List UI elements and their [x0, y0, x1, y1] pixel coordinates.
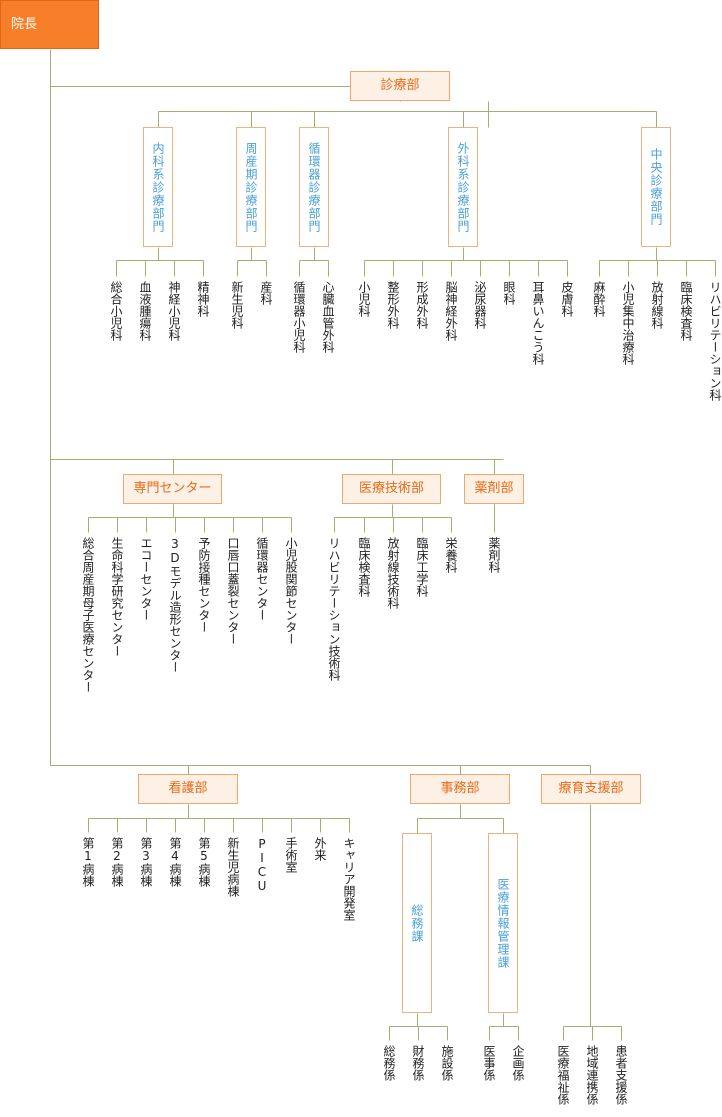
leaf-pharmacy-pharmaceutics: 薬剤科 — [487, 537, 501, 573]
group-general-affairs: 総務課 — [402, 833, 432, 1013]
leaf-clinical-general-pediatrics: 総合小児科 — [109, 281, 123, 341]
leaf-clinical-urology: 泌尿器科 — [473, 281, 487, 329]
leaf-nursing-operating-room: 手術室 — [284, 837, 298, 873]
leaf-center-hip-joint: 小児股関節センター — [284, 537, 298, 645]
leaf-clinical-psychiatry: 精神科 — [196, 281, 210, 317]
leaf-clinical-radiology: 放射線科 — [650, 281, 664, 329]
leaf-clinical-anesthesiology: 麻酔科 — [592, 281, 606, 317]
leaf-center-vaccination: 予防接種センター — [197, 537, 211, 633]
leaf-clinical-ent: 耳鼻いんこう科 — [531, 281, 545, 365]
leaf-medtech-clinical-engineering: 臨床工学科 — [415, 537, 429, 597]
leaf-clinical-pediatric-cardiology: 循環器小児科 — [292, 281, 306, 353]
leaf-support-welfare: 医療福祉係 — [556, 1045, 570, 1105]
leaf-clinical-obstetrics: 産科 — [259, 281, 273, 305]
leaf-medtech-lab: 臨床検査科 — [357, 537, 371, 597]
leaf-support-patient: 患者支援係 — [614, 1045, 628, 1105]
leaf-nursing-ward-4: 第4病棟 — [168, 837, 182, 887]
dept-nursing: 看護部 — [138, 774, 238, 804]
group-internal-medicine: 内科系診療部門 — [143, 127, 173, 247]
leaf-nursing-career-development: キャリア開発室 — [342, 837, 356, 921]
root-director: 院長 — [0, 0, 99, 49]
leaf-admin-facilities: 施設係 — [440, 1045, 454, 1081]
leaf-center-circulatory: 循環器センター — [255, 537, 269, 621]
leaf-clinical-neurosurgery: 脳神経外科 — [444, 281, 458, 341]
leaf-admin-finance: 財務係 — [411, 1045, 425, 1081]
leaf-clinical-neuro-pediatrics: 神経小児科 — [167, 281, 181, 341]
leaf-nursing-picu: PICU — [255, 837, 269, 893]
dept-clinical: 診療部 — [350, 71, 450, 101]
group-medical-info: 医療情報管理課 — [488, 833, 518, 1013]
leaf-nursing-ward-5: 第5病棟 — [197, 837, 211, 887]
leaf-clinical-picu: 小児集中治療科 — [621, 281, 635, 365]
leaf-nursing-neonatal-ward: 新生児病棟 — [226, 837, 240, 897]
leaf-clinical-plastic-surgery: 形成外科 — [415, 281, 429, 329]
leaf-center-3d-model: 3Dモデル造形センター — [168, 537, 182, 673]
leaf-clinical-rehabilitation: リハビリテーション科 — [708, 281, 722, 401]
leaf-center-echo: エコーセンター — [139, 537, 153, 621]
leaf-medtech-nutrition: 栄養科 — [444, 537, 458, 573]
dept-center: 専門センター — [123, 474, 222, 504]
leaf-clinical-neonatology: 新生児科 — [230, 281, 244, 329]
leaf-center-life-science: 生命科学研究センター — [110, 537, 124, 657]
leaf-clinical-dermatology: 皮膚科 — [560, 281, 574, 317]
group-perinatal: 周産期診療部門 — [236, 127, 266, 247]
leaf-admin-general: 総務係 — [382, 1045, 396, 1081]
leaf-admin-medical-affairs: 医事係 — [482, 1045, 496, 1081]
dept-support: 療育支援部 — [541, 774, 641, 804]
dept-admin: 事務部 — [410, 774, 510, 804]
leaf-nursing-ward-3: 第3病棟 — [139, 837, 153, 887]
leaf-support-community: 地域連携係 — [585, 1045, 599, 1105]
group-surgery: 外科系診療部門 — [448, 127, 478, 247]
group-central: 中央診療部門 — [641, 127, 671, 247]
group-circulatory: 循環器診療部門 — [299, 127, 329, 247]
leaf-clinical-ophthalmology: 眼科 — [502, 281, 516, 305]
dept-medtech: 医療技術部 — [342, 474, 441, 504]
leaf-medtech-rehab-tech: リハビリテーション技術科 — [327, 537, 341, 681]
leaf-nursing-ward-1: 第1病棟 — [81, 837, 95, 887]
leaf-clinical-pediatric-surgery: 小児科 — [357, 281, 371, 317]
leaf-medtech-radiology-tech: 放射線技術科 — [386, 537, 400, 609]
dept-pharmacy: 薬剤部 — [464, 474, 524, 504]
leaf-clinical-cardiovascular-surgery: 心臓血管外科 — [321, 281, 335, 353]
leaf-admin-planning: 企画係 — [511, 1045, 525, 1081]
leaf-center-cleft: 口唇口蓋裂センター — [226, 537, 240, 645]
leaf-clinical-orthopedics: 整形外科 — [386, 281, 400, 329]
leaf-center-perinatal: 総合周産期母子医療センター — [81, 537, 95, 693]
leaf-nursing-outpatient: 外来 — [313, 837, 327, 861]
leaf-clinical-lab: 臨床検査科 — [679, 281, 693, 341]
leaf-nursing-ward-2: 第2病棟 — [110, 837, 124, 887]
leaf-clinical-hematology: 血液腫瘍科 — [138, 281, 152, 341]
